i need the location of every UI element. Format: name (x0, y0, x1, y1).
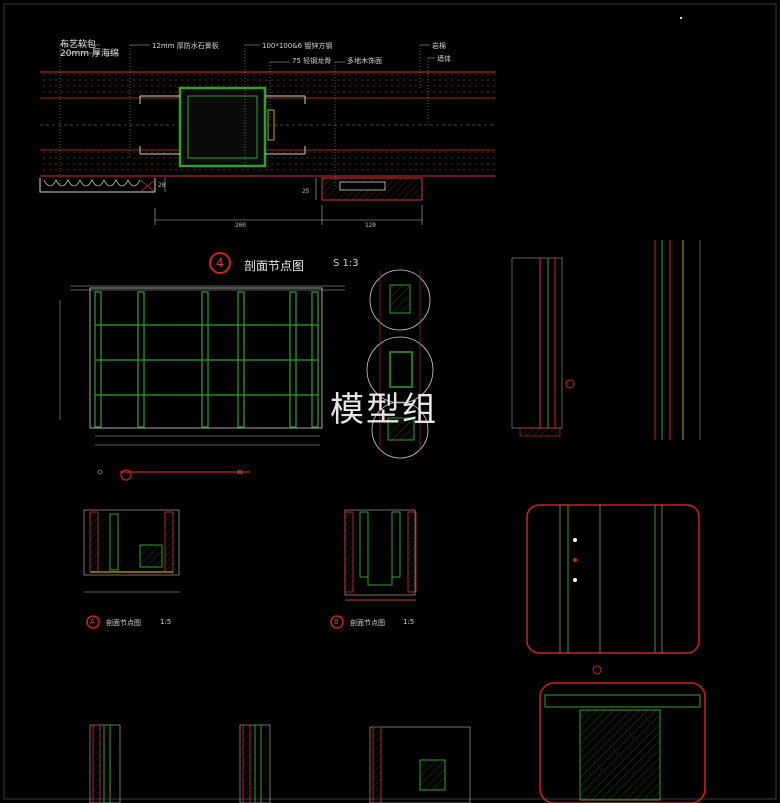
dim-25: 25 (302, 188, 310, 195)
detail-scale: S 1:3 (333, 258, 359, 269)
section-a-title: 剖面节点图 (106, 619, 141, 627)
section-a-badge (86, 615, 100, 629)
section-b-scale: 1:5 (403, 618, 415, 626)
dim-200: 200 (235, 222, 246, 229)
right-vertical-details (511, 240, 701, 440)
corner-mark (680, 17, 682, 19)
dim-20: 20 (158, 182, 166, 189)
circle-details (366, 269, 434, 459)
label-wood: 多地木饰面 (347, 57, 382, 65)
dim-120: 120 (365, 222, 376, 229)
label-steel: 100*100&6 镀锌方钢 (262, 42, 333, 50)
label-board: 12mm 厚防水石膏板 (152, 42, 219, 50)
label-fabric: 布艺软包 (60, 40, 97, 50)
section-b-badge (330, 615, 344, 629)
detail-title: 剖面节点图 (244, 259, 305, 273)
watermark: 模型组 (330, 390, 438, 430)
bottom-details (89, 682, 706, 803)
section-a-detail (83, 509, 180, 629)
section-a-letter: A (90, 618, 95, 626)
detail-number-badge (209, 252, 231, 274)
detail-number: 4 (216, 256, 224, 270)
label-wall: 墙体 (437, 55, 451, 63)
label-keel: 75 轻钢龙骨 (292, 57, 332, 65)
label-acoustic: 岩棉 (432, 42, 446, 50)
section-a-scale: 1:5 (160, 618, 172, 626)
right-panel-detail (526, 504, 700, 675)
top-section-detail (39, 44, 495, 274)
left-elevation-frame (59, 285, 345, 481)
section-b-detail (330, 509, 417, 629)
section-b-title: 剖面节点图 (350, 619, 385, 627)
section-b-letter: B (334, 618, 339, 626)
label-sponge: 20mm 厚海绵 (60, 49, 119, 59)
